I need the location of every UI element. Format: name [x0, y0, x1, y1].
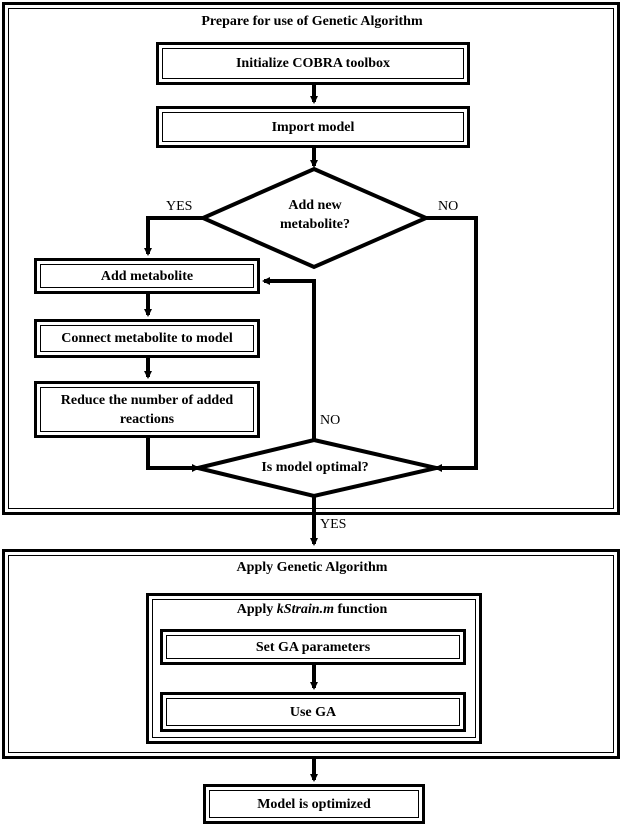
step-add-metabolite-label: Add metabolite [40, 264, 254, 288]
kstrain-title-suffix: function [333, 602, 388, 617]
edge-label-yes-add: YES [166, 199, 193, 214]
step-reduce-reactions: Reduce the number of added reactions [34, 381, 260, 438]
step-initialize-cobra: Initialize COBRA toolbox [156, 42, 470, 85]
step-use-ga: Use GA [160, 692, 466, 732]
arrow-yes-to-add-metabolite [144, 216, 203, 256]
prepare-section [2, 2, 620, 515]
step-set-ga-parameters: Set GA parameters [160, 629, 466, 665]
apply-ga-section-title: Apply Genetic Algorithm [236, 560, 388, 575]
edge-label-no-add: NO [438, 199, 459, 214]
step-model-optimized: Model is optimized [203, 784, 425, 824]
arrow-no-to-optimal [426, 216, 478, 472]
prepare-section-title: Prepare for use of Genetic Algorithm [201, 14, 423, 29]
edge-label-no-optimal: NO [320, 413, 341, 428]
step-reduce-reactions-label: Reduce the number of added reactions [40, 387, 254, 432]
step-add-metabolite: Add metabolite [34, 258, 260, 294]
step-connect-metabolite: Connect metabolite to model [34, 319, 260, 358]
kstrain-function-name: kStrain.m [276, 602, 334, 617]
arrow-reduce-to-optimal [146, 438, 200, 472]
kstrain-title: Apply kStrain.m function [0, 602, 624, 618]
apply-ga-section [2, 549, 620, 759]
kstrain-title-prefix: Apply [236, 602, 277, 617]
step-import-model-label: Import model [162, 112, 464, 142]
edge-label-yes-optimal: YES [320, 517, 347, 532]
kstrain-frame-inner [152, 599, 476, 738]
kstrain-frame [146, 593, 482, 744]
prepare-section-inner [8, 8, 614, 509]
apply-ga-section-inner [8, 555, 614, 753]
decision-add-new-metabolite-label: Add new metabolite? [280, 198, 350, 232]
step-initialize-cobra-label: Initialize COBRA toolbox [162, 48, 464, 79]
step-model-optimized-label: Model is optimized [209, 790, 419, 818]
decision-is-model-optimal-label: Is model optimal? [261, 460, 369, 475]
step-connect-metabolite-label: Connect metabolite to model [40, 325, 254, 352]
decision-add-new-metabolite [198, 166, 431, 270]
step-import-model: Import model [156, 106, 470, 148]
arrow-optimal-no-loop [262, 277, 316, 440]
step-use-ga-label: Use GA [166, 698, 460, 726]
step-set-ga-parameters-label: Set GA parameters [166, 635, 460, 659]
decision-is-model-optimal [197, 437, 437, 499]
